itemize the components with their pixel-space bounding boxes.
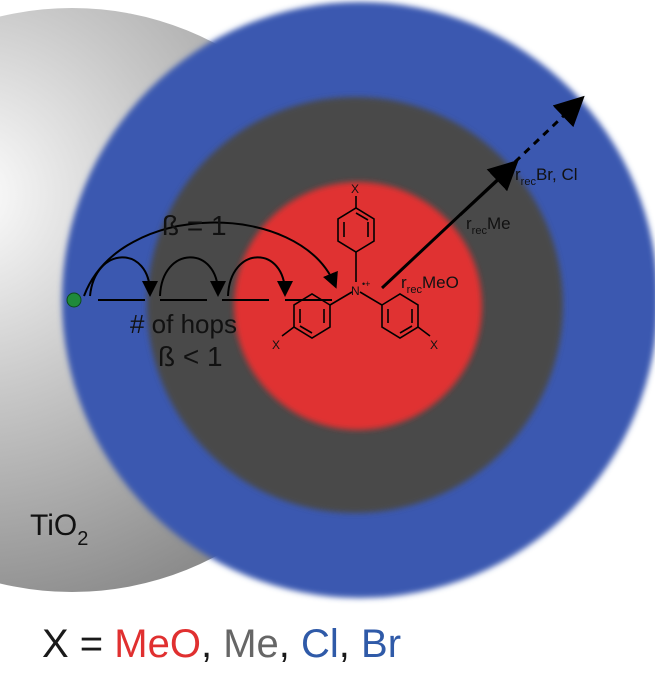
substituent-x-top: X xyxy=(351,182,359,196)
hops-label: # of hops xyxy=(130,309,237,339)
hop-arrows xyxy=(89,256,293,297)
radius-label-meo: rrecMeO xyxy=(401,273,459,296)
beta-equal-label: ß = 1 xyxy=(162,210,227,241)
radius-label-me: rrecMe xyxy=(466,214,511,237)
legend-prefix: X = xyxy=(42,622,115,666)
legend-sep: , xyxy=(278,622,301,666)
beta-less-label: ß < 1 xyxy=(158,341,223,372)
legend-sep: , xyxy=(200,622,224,666)
triarylamine-molecule xyxy=(281,196,431,339)
radius-arrow-dashed xyxy=(513,95,585,164)
legend-me: Me xyxy=(223,622,279,666)
legend-cl: Cl xyxy=(301,622,339,666)
legend-sep: , xyxy=(338,622,362,666)
substituent-x-right: X xyxy=(430,338,438,352)
substrate-label: TiO2 xyxy=(30,509,88,550)
zone-meo xyxy=(234,182,482,430)
substituent-legend: X = MeO, Me, Cl, Br xyxy=(42,622,401,667)
injection-dot xyxy=(66,292,82,308)
substituent-x-left: X xyxy=(272,338,280,352)
radical-cation-label: •+ xyxy=(362,279,370,289)
nitrogen-label: N xyxy=(351,284,360,298)
diagram: TiO2 ß = 1 # of hops ß < 1 xyxy=(0,2,655,598)
radius-arrow-mid xyxy=(458,176,502,217)
legend-br: Br xyxy=(361,622,402,666)
legend-meo: MeO xyxy=(114,622,201,666)
radius-label-brcl: rrecBr, Cl xyxy=(515,165,578,188)
